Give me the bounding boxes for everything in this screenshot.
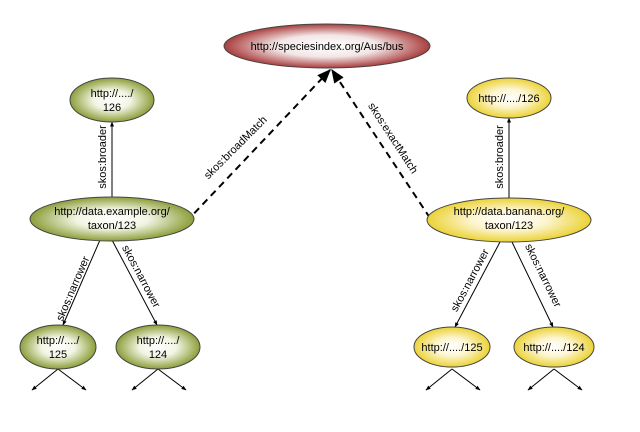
node-banana-123-line-2: taxon/123 (485, 220, 533, 232)
edge-label-narrower-left-1: skos:narrower (54, 254, 92, 323)
node-example-124: http://..../ 124 (115, 324, 201, 370)
node-example-125-line-1: http://..../ (37, 335, 81, 347)
node-banana-126: http://..../126 (466, 77, 552, 119)
edge-label-narrower-left-2: skos:narrower (119, 243, 162, 310)
edge-label-narrower-right-1: skos:narrower (449, 247, 492, 314)
node-banana-125: http://..../125 (413, 326, 491, 368)
node-example-123-line-1: http://data.example.org/ (54, 206, 171, 218)
node-example-124-line-1: http://..../ (137, 335, 181, 347)
edge-narrower-left-2: skos:narrower (111, 239, 162, 326)
edge-label-exact-match: skos:exactMatch (365, 101, 420, 176)
edge-broad-match: skos:broadMatch (185, 68, 331, 223)
node-example-123: http://data.example.org/ taxon/123 (29, 196, 195, 242)
node-example-125: http://..../ 125 (19, 324, 97, 370)
edge-broader-right: skos:broader (494, 117, 511, 200)
node-banana-126-label: http://..../126 (478, 93, 539, 105)
node-aus-bus: http://speciesindex.org/Aus/bus (223, 23, 431, 69)
node-banana-124: http://..../124 (513, 326, 595, 368)
edge-exact-match: skos:exactMatch (331, 68, 431, 219)
edge-broader-left: skos:broader (97, 121, 114, 198)
leaf-branch-arrows (31, 368, 583, 391)
edge-narrower-right-2: skos:narrower (511, 241, 563, 328)
node-banana-125-label: http://..../125 (421, 342, 482, 354)
node-example-124-line-2: 124 (149, 349, 167, 361)
edge-label-broad-match: skos:broadMatch (202, 114, 270, 182)
node-aus-bus-label: http://speciesindex.org/Aus/bus (251, 41, 404, 53)
edge-label-broader-right: skos:broader (494, 125, 506, 189)
edge-narrower-left-1: skos:narrower (54, 239, 101, 326)
node-banana-123-line-1: http://data.banana.org/ (454, 206, 566, 218)
node-example-123-line-2: taxon/123 (88, 220, 136, 232)
node-example-126: http://..../ 126 (69, 77, 155, 123)
node-banana-124-label: http://..../124 (523, 342, 584, 354)
node-banana-123: http://data.banana.org/ taxon/123 (426, 197, 592, 243)
edge-narrower-right-1: skos:narrower (449, 241, 501, 328)
node-example-125-line-2: 125 (49, 349, 67, 361)
edge-label-broader-left: skos:broader (97, 125, 109, 189)
node-example-126-line-2: 126 (103, 102, 121, 114)
node-example-126-line-1: http://..../ (91, 88, 135, 100)
